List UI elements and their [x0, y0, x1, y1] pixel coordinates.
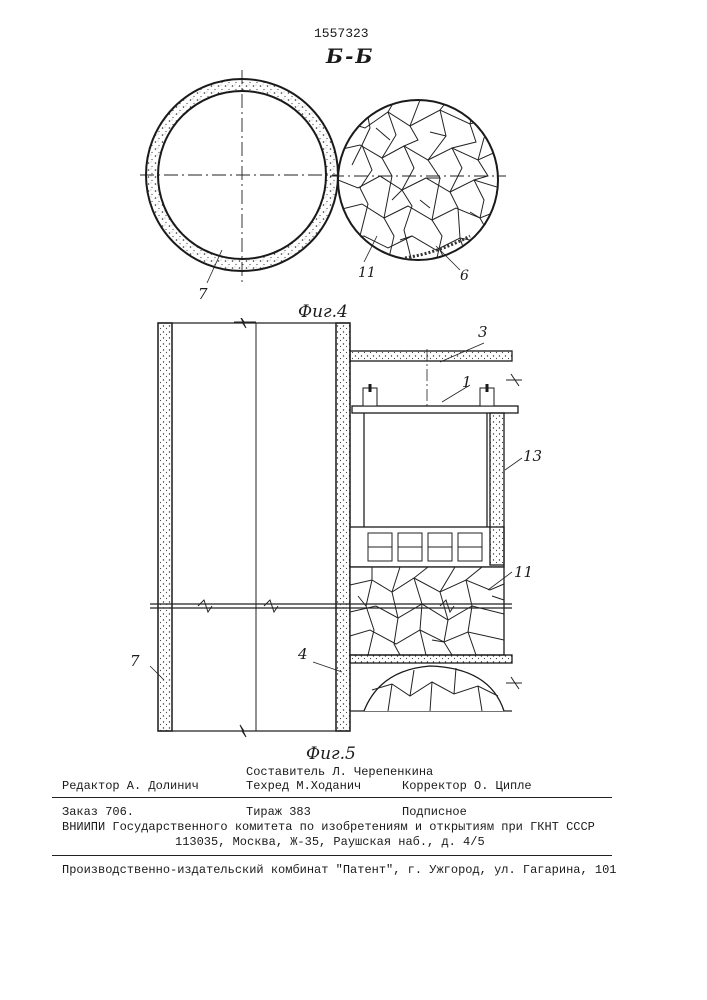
figure-5 [0, 318, 707, 748]
callout-6: 6 [460, 268, 469, 284]
colophon-rule-top [52, 797, 612, 798]
figure-5-caption: Фиг.5 [306, 744, 356, 764]
address: 113035, Москва, Ж-35, Раушская наб., д. … [175, 835, 485, 849]
institute: ВНИИПИ Государственного комитета по изоб… [62, 820, 595, 834]
corrector: Корректор О. Ципле [402, 779, 532, 793]
callout-11-fig5: 11 [514, 563, 533, 581]
middle-wall [336, 323, 350, 731]
editor: Редактор А. Долинич [62, 779, 199, 793]
callout-7: 7 [198, 285, 208, 303]
subscription: Подписное [402, 805, 467, 819]
left-wall [158, 323, 172, 731]
figure-4 [0, 0, 707, 330]
wall-13 [490, 413, 504, 565]
colophon-rule-bottom [52, 855, 612, 856]
slab-3 [350, 351, 512, 361]
callout-4: 4 [298, 645, 308, 663]
callout-11: 11 [358, 265, 376, 281]
pipe-ring-left [140, 70, 345, 282]
callout-7-fig5: 7 [130, 652, 140, 670]
callout-3: 3 [478, 323, 488, 341]
circulation: Тираж 383 [246, 805, 311, 819]
techred: Техред М.Ходанич [246, 779, 361, 793]
callout-13: 13 [523, 447, 542, 465]
filled-casing-right [330, 100, 506, 262]
printer: Производственно-издательский комбинат "П… [62, 863, 617, 877]
order: Заказ 706. [62, 805, 134, 819]
callout-1: 1 [462, 373, 472, 391]
compiler: Составитель Л. Черепенкина [246, 765, 433, 779]
